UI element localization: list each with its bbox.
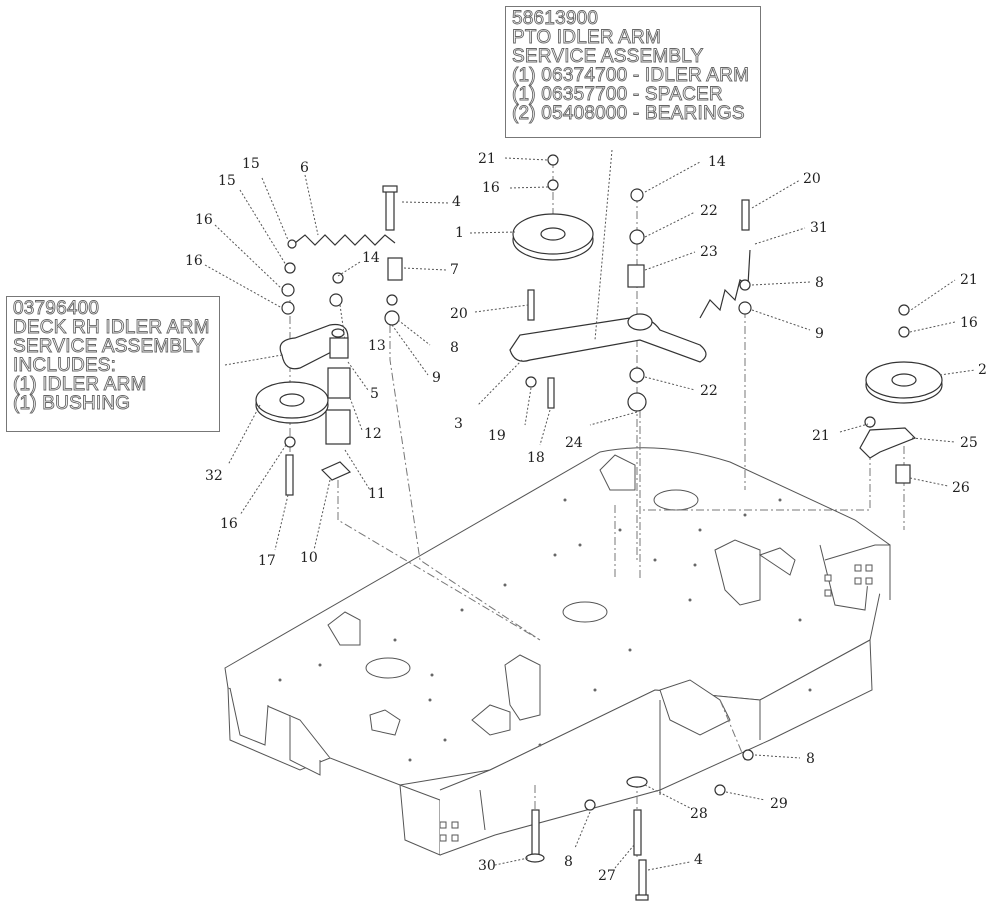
label-2: 2 <box>978 362 987 378</box>
label-29: 29 <box>770 796 788 812</box>
deck-line-3: INCLUDES: <box>13 355 117 376</box>
deck-line-4: (1) IDLER ARM <box>13 374 147 395</box>
label-22b: 22 <box>700 383 718 399</box>
deck-part-number: 03796400 <box>13 298 100 319</box>
label-30: 30 <box>478 858 496 874</box>
label-25: 25 <box>960 435 978 451</box>
pto-line-2: SERVICE ASSEMBLY <box>512 46 704 67</box>
label-8a: 8 <box>450 340 459 356</box>
label-21a: 21 <box>478 151 496 167</box>
label-1: 1 <box>455 225 464 241</box>
label-21b: 21 <box>960 272 978 288</box>
label-31: 31 <box>810 220 828 236</box>
label-13: 13 <box>368 338 386 354</box>
deck-line-1: DECK RH IDLER ARM <box>13 317 210 338</box>
pto-line-1: PTO IDLER ARM <box>512 27 662 48</box>
label-19: 19 <box>488 428 506 444</box>
deck-line-2: SERVICE ASSEMBLY <box>13 336 205 357</box>
leader-lines <box>204 149 976 871</box>
pto-part-number: 58613900 <box>512 8 599 29</box>
label-14a: 14 <box>362 250 380 266</box>
label-16b: 16 <box>185 253 203 269</box>
label-21c: 21 <box>812 428 830 444</box>
label-4a: 4 <box>452 194 461 210</box>
label-20a: 20 <box>450 306 468 322</box>
label-17: 17 <box>258 553 276 569</box>
label-26: 26 <box>952 480 970 496</box>
label-8b: 8 <box>815 275 824 291</box>
label-15b: 15 <box>218 173 236 189</box>
label-23: 23 <box>700 244 718 260</box>
mower-deck <box>224 447 891 856</box>
pto-line-3: (1) 06374700 - IDLER ARM <box>512 65 750 86</box>
label-24: 24 <box>565 435 583 451</box>
pto-line-5: (2) 05408000 - BEARINGS <box>512 103 745 124</box>
label-10: 10 <box>300 550 318 566</box>
label-16a: 16 <box>195 212 213 228</box>
label-11: 11 <box>368 486 386 502</box>
pto-idler-arm-callout: 58613900 PTO IDLER ARM SERVICE ASSEMBLY … <box>505 6 761 138</box>
label-4b: 4 <box>694 852 703 868</box>
pto-line-4: (1) 06357700 - SPACER <box>512 84 724 105</box>
label-9b: 9 <box>815 326 824 342</box>
label-16c: 16 <box>220 516 238 532</box>
label-20b: 20 <box>803 171 821 187</box>
part-number-labels: 15 15 6 16 16 16 4 1 14 7 13 8 5 12 9 11… <box>185 151 987 884</box>
label-14b: 14 <box>708 154 726 170</box>
label-22a: 22 <box>700 203 718 219</box>
label-12: 12 <box>364 426 382 442</box>
label-8c: 8 <box>806 751 815 767</box>
label-5: 5 <box>370 386 379 402</box>
label-3: 3 <box>454 416 463 432</box>
label-8d: 8 <box>564 854 573 870</box>
label-7: 7 <box>450 262 459 278</box>
deck-rh-idler-arm-callout: 03796400 DECK RH IDLER ARM SERVICE ASSEM… <box>6 296 220 432</box>
label-16f: 16 <box>960 315 978 331</box>
label-18: 18 <box>527 450 545 466</box>
parts <box>255 154 943 901</box>
label-9a: 9 <box>432 370 441 386</box>
label-28: 28 <box>690 806 708 822</box>
label-27: 27 <box>598 868 616 884</box>
label-16e: 16 <box>482 180 500 196</box>
label-15a: 15 <box>242 156 260 172</box>
label-6: 6 <box>300 160 309 176</box>
label-32: 32 <box>205 468 223 484</box>
deck-line-5: (1) BUSHING <box>13 393 131 414</box>
